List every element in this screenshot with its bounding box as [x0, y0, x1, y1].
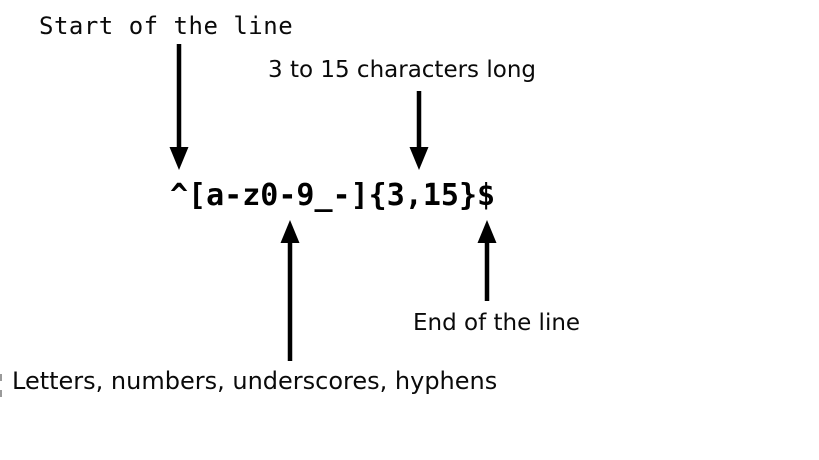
arrow-down-icon: [169, 44, 189, 170]
charset-label: Letters, numbers, underscores, hyphens: [12, 367, 498, 395]
length-label: 3 to 15 characters long: [268, 57, 536, 83]
start-of-line-label: Start of the line: [39, 12, 294, 40]
arrow-up-icon: [280, 220, 300, 361]
end-of-line-label: End of the line: [413, 310, 581, 336]
arrow-up-icon: [477, 220, 497, 301]
arrow-down-icon: [409, 91, 429, 170]
regex-pattern-text: ^[a-z0-9_-]{3,15}$: [170, 178, 496, 213]
clipped-edge-artifact: [0, 374, 3, 399]
